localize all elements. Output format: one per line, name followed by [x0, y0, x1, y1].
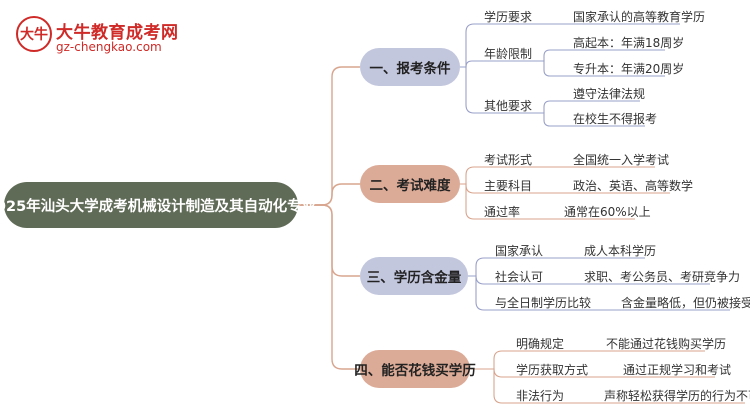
- branch-item-connector: [460, 183, 480, 220]
- branch-node-1: 一、报考条件: [360, 48, 460, 86]
- root-branch-connector: [298, 204, 360, 370]
- leaf-label: 求职、考公务员、考研竞争力: [584, 270, 741, 284]
- leaf-label: 通常在60%以上: [564, 205, 651, 219]
- leaf-label: 专升本：年满20周岁: [573, 62, 685, 76]
- branch-item-connector: [460, 166, 480, 185]
- leaf-label: 不能通过花钱购买学历: [606, 337, 727, 351]
- branch-node-2: 二、考试难度: [360, 165, 460, 203]
- leaf-label: 高起本：年满18周岁: [573, 36, 685, 50]
- item-label: 主要科目: [484, 179, 533, 193]
- item-label: 通过率: [484, 205, 521, 219]
- branch-item-connector: [470, 368, 512, 404]
- leaf-label: 国家承认的高等教育学历: [573, 10, 706, 24]
- item-leaf-connector: [540, 112, 570, 127]
- item-label: 学历获取方式: [516, 363, 589, 377]
- leaf-label: 通过正规学习和考试: [623, 363, 732, 377]
- logo-badge-icon: 大牛: [16, 16, 52, 52]
- item-label: 年龄限制: [484, 47, 533, 61]
- item-label: 国家承认: [495, 244, 544, 258]
- item-leaf-connector: [540, 49, 570, 62]
- branch-item-connector: [460, 23, 480, 68]
- item-label: 明确规定: [516, 337, 565, 351]
- branch-item-connector: [468, 257, 490, 277]
- item-leaf-connector: [540, 60, 570, 77]
- site-logo[interactable]: 大牛 大牛教育成考网 gz-chengkao.com: [6, 6, 179, 56]
- item-label: 其他要求: [484, 99, 533, 113]
- item-label: 学历要求: [484, 10, 533, 24]
- root-branch-connector: [298, 183, 360, 206]
- root-branch-connector: [298, 204, 360, 277]
- branch-item-connector: [470, 350, 512, 370]
- branch-item-connector: [470, 368, 512, 378]
- item-label: 考试形式: [484, 153, 533, 167]
- item-leaf-connector: [540, 100, 570, 114]
- branch-item-connector: [468, 275, 490, 311]
- item-label: 与全日制学历比较: [495, 296, 592, 310]
- leaf-label: 声称轻松获得学历的行为不可靠: [604, 389, 750, 403]
- leaf-label: 政治、英语、高等数学: [573, 179, 694, 193]
- leaf-label: 成人本科学历: [584, 244, 657, 258]
- root-node: 2025年汕头大学成考机械设计制造及其自动化专业: [0, 182, 316, 228]
- branch-item-connector: [460, 66, 480, 114]
- leaf-label: 在校生不得报考: [573, 112, 658, 126]
- leaf-label: 含金量略低，但仍被接受: [621, 296, 750, 310]
- branch-item-connector: [460, 183, 480, 194]
- item-label: 非法行为: [516, 389, 565, 403]
- branch-node-4: 四、能否花钱买学历: [354, 350, 476, 388]
- logo-url: gz-chengkao.com: [56, 40, 162, 54]
- branch-item-connector: [468, 275, 490, 285]
- logo-title: 大牛教育成考网: [56, 23, 179, 43]
- leaf-label: 全国统一入学考试: [573, 153, 670, 167]
- item-label: 社会认可: [495, 270, 544, 284]
- branch-item-connector: [460, 60, 480, 68]
- branch-node-3: 三、学历含金量: [360, 257, 468, 295]
- leaf-label: 遵守法律法规: [573, 87, 646, 101]
